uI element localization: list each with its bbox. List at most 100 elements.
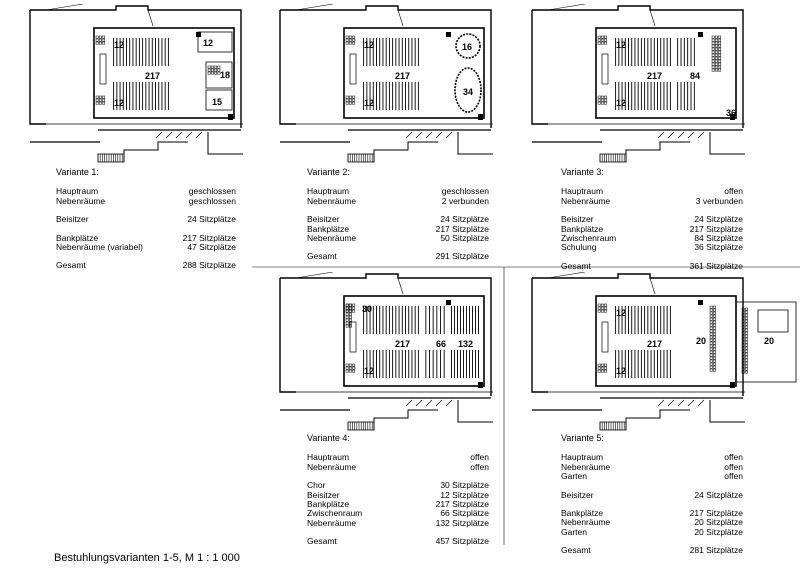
legend-key: Zwischenraum xyxy=(307,508,363,519)
seat xyxy=(709,344,713,348)
legend-key: Gesamt xyxy=(561,545,591,556)
legend-value: geschlossen xyxy=(188,186,236,197)
seat xyxy=(714,59,718,63)
seat xyxy=(348,35,352,39)
altar xyxy=(601,321,609,353)
room-seat-count: 20 xyxy=(764,336,774,346)
seat xyxy=(345,41,349,45)
garden-bed xyxy=(757,309,789,333)
facade-fin xyxy=(405,399,413,407)
seat xyxy=(714,41,718,45)
main-hall-wall xyxy=(595,27,737,119)
seat xyxy=(98,38,102,42)
room-seat-count: 12 xyxy=(364,40,374,50)
seat xyxy=(600,101,604,105)
seat xyxy=(744,370,748,374)
stair xyxy=(97,153,125,163)
seat xyxy=(712,362,716,366)
seat xyxy=(744,328,748,332)
seat xyxy=(709,356,713,360)
legend-value: offen xyxy=(724,471,743,482)
seat xyxy=(744,367,748,371)
lower-wall xyxy=(709,132,745,155)
variante-title: Variante 4: xyxy=(307,433,350,443)
seat xyxy=(709,308,713,312)
facade-fin xyxy=(195,131,203,139)
outer-wall xyxy=(531,5,744,128)
legend-value: 2 verbunden xyxy=(441,195,489,206)
seat xyxy=(709,341,713,345)
legend-value: 291 Sitzplätze xyxy=(435,251,489,262)
legend-value: 24 Sitzplätze xyxy=(440,214,489,225)
seat xyxy=(95,101,99,105)
seat xyxy=(709,338,713,342)
seat xyxy=(744,322,748,326)
facade-fin xyxy=(415,399,423,407)
legend-key: Bankplätze xyxy=(561,508,604,519)
seat xyxy=(712,332,716,336)
seat xyxy=(712,350,716,354)
room-seat-count: 34 xyxy=(463,87,473,97)
legend-value: offen xyxy=(724,452,743,463)
seat xyxy=(98,98,102,102)
seat xyxy=(712,338,716,342)
seat xyxy=(348,309,352,313)
column xyxy=(730,114,735,120)
seat xyxy=(741,364,745,368)
seat xyxy=(604,309,608,313)
stair xyxy=(347,153,375,163)
seat xyxy=(714,62,718,66)
seat xyxy=(600,41,604,45)
legend-value: geschlossen xyxy=(188,195,236,206)
legend-key: Nebenräume xyxy=(561,517,611,528)
altar xyxy=(99,53,107,85)
seat xyxy=(744,337,748,341)
seat xyxy=(597,95,601,99)
seat xyxy=(741,355,745,359)
seat xyxy=(741,361,745,365)
legend-value: 132 Sitzplätze xyxy=(435,517,489,528)
legend-key: Zwischenraum xyxy=(561,233,617,244)
facade-fin xyxy=(687,131,695,139)
seat xyxy=(711,41,715,45)
seat xyxy=(712,329,716,333)
facade-fin xyxy=(677,399,685,407)
seat xyxy=(744,310,748,314)
legend-row: Nebenräume (variabel)47 Sitzplätze xyxy=(56,242,236,252)
seat xyxy=(744,358,748,362)
column xyxy=(698,300,703,305)
seat xyxy=(597,35,601,39)
pews-upper xyxy=(363,306,419,334)
pews-lower xyxy=(363,350,419,378)
beisitzer-seats xyxy=(345,35,356,45)
seat xyxy=(214,68,218,72)
legend-key: Nebenräume xyxy=(307,195,357,206)
seat xyxy=(352,369,356,373)
variante-title: Variante 5: xyxy=(561,433,604,443)
seat xyxy=(714,65,718,69)
seat xyxy=(604,98,608,102)
seat xyxy=(345,312,349,316)
legend-key: Nebenräume xyxy=(561,461,611,472)
seat xyxy=(352,35,356,39)
building-outline xyxy=(279,272,493,431)
seat xyxy=(597,306,601,310)
nebenraum-seats xyxy=(709,305,716,372)
seat xyxy=(741,367,745,371)
seat xyxy=(709,314,713,318)
legend-key: Bankplätze xyxy=(307,223,350,234)
seat xyxy=(348,321,352,325)
seat xyxy=(102,41,106,45)
room-seat-count: 30 xyxy=(362,304,372,314)
room-seat-count: 217 xyxy=(647,71,662,81)
